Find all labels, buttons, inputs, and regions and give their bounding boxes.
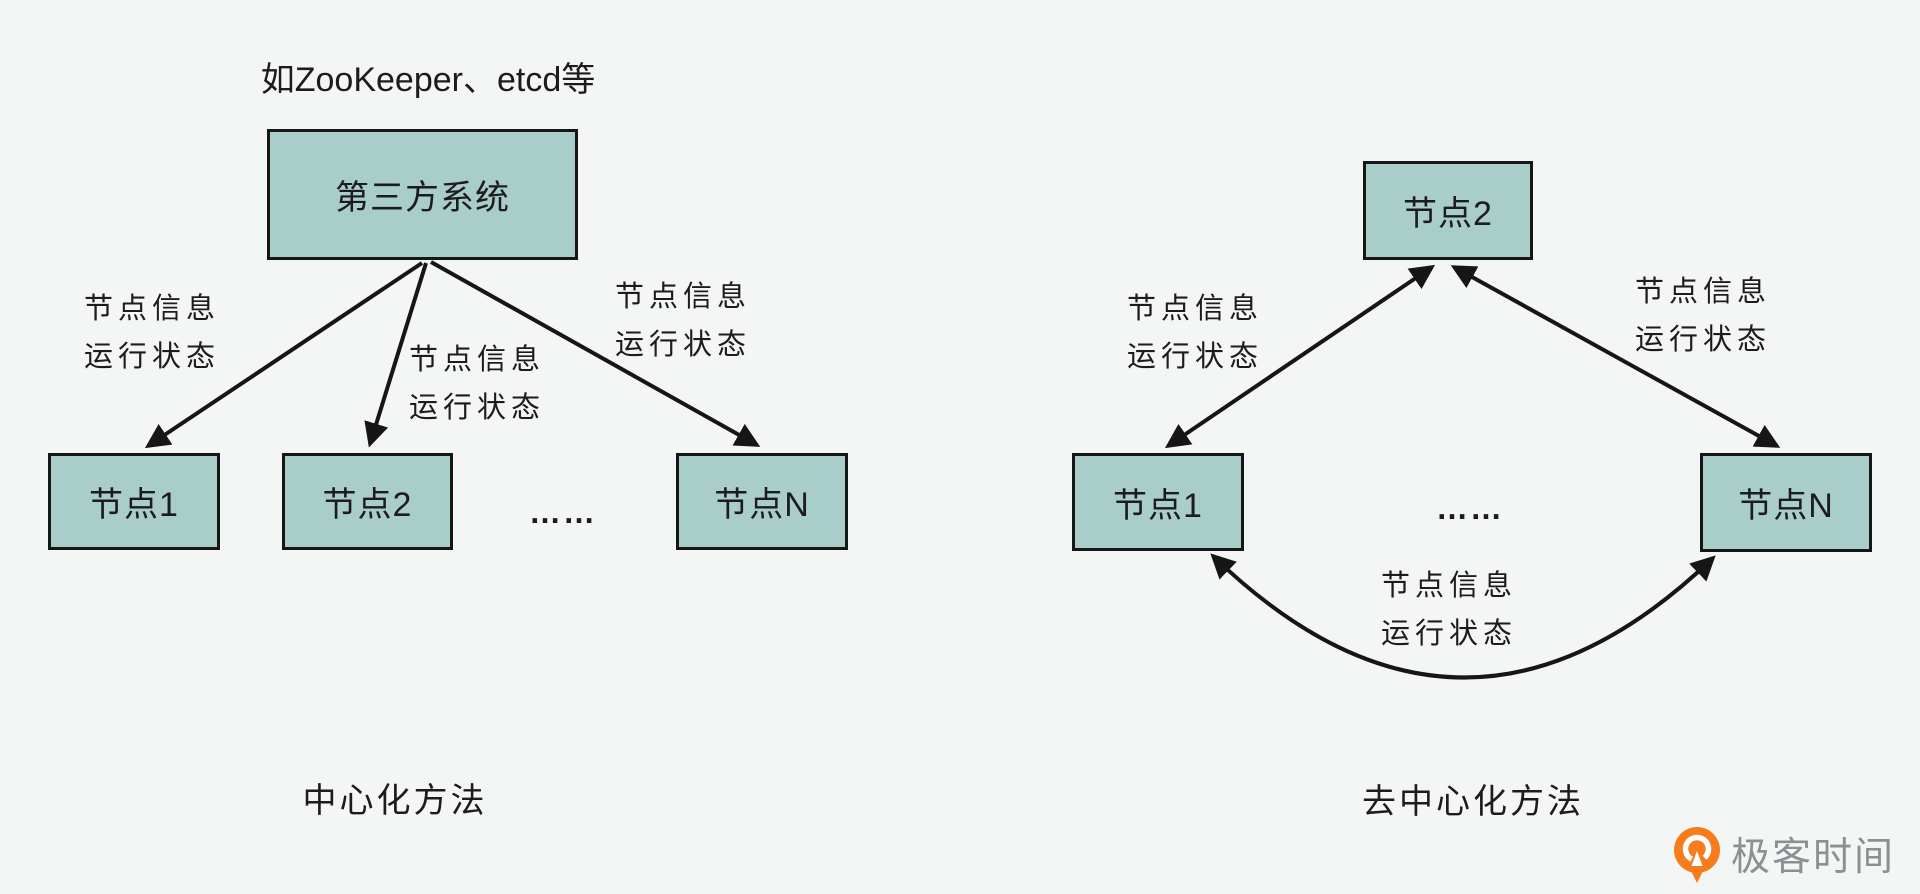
node-box-N: 节点N (1700, 453, 1872, 552)
geektime-logo-icon (1674, 827, 1720, 883)
caption-centralized: 中心化方法 (302, 782, 488, 820)
edge-label-line1: 节点信息 (1634, 276, 1771, 308)
edge-label-middle: 节点信息 运行状态 (402, 336, 552, 432)
edge-label-bottom: 节点信息 运行状态 (1374, 562, 1524, 658)
edge-label-line1: 节点信息 (1126, 293, 1263, 325)
caption-decentralized: 去中心化方法 (1362, 783, 1584, 821)
edge-label-right: 节点信息 运行状态 (608, 273, 758, 369)
edge-label-line1: 节点信息 (1380, 570, 1517, 602)
node-box-N: 节点N (676, 453, 848, 550)
arrow-system-to-node1 (144, 261, 424, 449)
geektime-logo-text: 极客时间 (1731, 836, 1896, 879)
edge-label-line2: 运行状态 (1126, 341, 1263, 373)
ellipsis: …… (529, 494, 597, 530)
geektime-logo: 极客时间 (1671, 824, 1895, 884)
arrow-system-to-nodeN (430, 260, 761, 447)
edge-label-line1: 节点信息 (83, 293, 220, 325)
zookeeper-etcd-note: 如ZooKeeper、etcd等 (260, 61, 596, 99)
arrow-node2-nodeN (1450, 265, 1781, 448)
edge-label-line1: 节点信息 (614, 281, 751, 313)
edge-label-left: 节点信息 运行状态 (77, 285, 227, 381)
edge-label-right: 节点信息 运行状态 (1628, 268, 1778, 364)
edge-label-line1: 节点信息 (408, 344, 545, 376)
third-party-system-box: 第三方系统 (267, 129, 578, 260)
ellipsis: …… (1436, 490, 1504, 526)
node-box-1: 节点1 (48, 453, 220, 550)
edge-label-line2: 运行状态 (1634, 324, 1771, 356)
node-box-2: 节点2 (282, 453, 453, 550)
edge-label-line2: 运行状态 (1380, 618, 1517, 650)
edge-label-line2: 运行状态 (408, 392, 545, 424)
node-box-1: 节点1 (1072, 453, 1244, 551)
node-box-2: 节点2 (1363, 161, 1533, 260)
edge-label-line2: 运行状态 (614, 329, 751, 361)
edge-label-line2: 运行状态 (83, 341, 220, 373)
arrow-system-to-node2 (364, 262, 428, 448)
arrow-node1-nodeN-arc (1210, 553, 1716, 680)
arrow-node1-node2 (1164, 264, 1436, 449)
edge-label-left: 节点信息 运行状态 (1120, 285, 1270, 381)
